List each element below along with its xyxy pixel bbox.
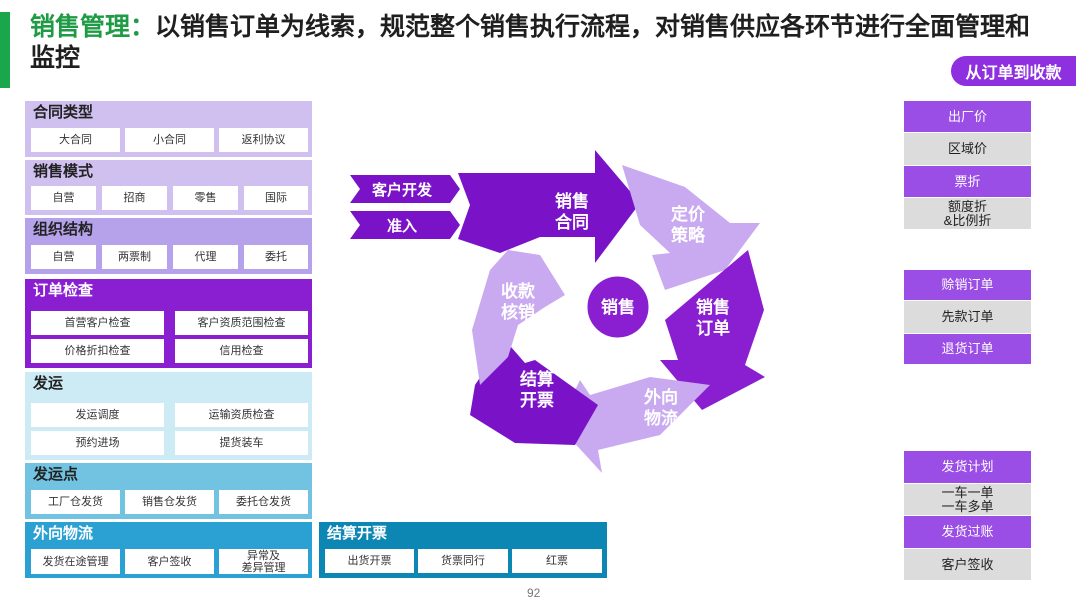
segment-label-line: 销售 bbox=[555, 191, 589, 211]
chip-item[interactable]: 价格折扣检查 bbox=[31, 339, 164, 363]
segment-label-line: 结算 bbox=[520, 369, 554, 389]
chip-item[interactable]: 异常及 差异管理 bbox=[219, 549, 308, 574]
panel-title: 合同类型 bbox=[33, 104, 94, 121]
chip-item[interactable]: 小合同 bbox=[125, 128, 214, 152]
title-accent-bar bbox=[0, 12, 10, 88]
input-label-customer-dev: 客户开发 bbox=[371, 181, 433, 199]
segment-label-line: 定价 bbox=[671, 204, 706, 224]
panel-shipping: 发运 发运调度 运输资质检查 预约进场 提货装车 bbox=[25, 372, 312, 460]
segment-label-line: 外向 bbox=[644, 387, 678, 407]
input-arrow-access bbox=[350, 211, 460, 239]
panel-title: 销售模式 bbox=[33, 163, 94, 180]
chip-item[interactable]: 客户签收 bbox=[125, 549, 214, 574]
panel-sales-mode: 销售模式 自营 招商 零售 国际 bbox=[25, 160, 312, 215]
panel-settlement-invoice: 结算开票 出货开票 货票同行 红票 bbox=[319, 522, 607, 578]
order-return[interactable]: 退货订单 bbox=[904, 334, 1031, 364]
chip-item[interactable]: 销售仓发货 bbox=[125, 490, 214, 514]
segment-label-line: 订单 bbox=[696, 318, 730, 338]
panel-title: 结算开票 bbox=[327, 525, 388, 542]
center-circle bbox=[584, 273, 652, 341]
chip-item[interactable]: 招商 bbox=[102, 186, 167, 210]
segment-outbound bbox=[558, 377, 710, 473]
chip-item[interactable]: 自营 bbox=[31, 186, 96, 210]
ship-truck-orders[interactable]: 一车一单 一车多单 bbox=[904, 484, 1031, 515]
title-text: 以销售订单为线索，规范整个销售执行流程，对销售供应各环节进行全面管理和监控 bbox=[30, 13, 1031, 72]
chip-item[interactable]: 工厂仓发货 bbox=[31, 490, 120, 514]
segment-label-line: 核销 bbox=[501, 302, 535, 322]
input-arrow-customer-dev bbox=[350, 175, 460, 203]
panel-contract-type: 合同类型 大合同 小合同 返利协议 bbox=[25, 101, 312, 157]
segment-label: 外向物流 bbox=[644, 387, 678, 428]
chip-item[interactable]: 红票 bbox=[512, 549, 602, 573]
segment-collection bbox=[472, 250, 565, 385]
panel-shipping-point: 发运点 工厂仓发货 销售仓发货 委托仓发货 bbox=[25, 463, 312, 519]
segment-label-line: 策略 bbox=[671, 225, 706, 245]
chip-item[interactable]: 国际 bbox=[244, 186, 308, 210]
input-label-access: 准入 bbox=[387, 217, 417, 235]
price-factory[interactable]: 出厂价 bbox=[904, 101, 1031, 132]
chip-item[interactable]: 信用检查 bbox=[175, 339, 308, 363]
panel-title: 组织结构 bbox=[33, 221, 94, 238]
chip-item[interactable]: 委托 bbox=[244, 245, 308, 269]
chip-item[interactable]: 两票制 bbox=[102, 245, 167, 269]
segment-label: 销售订单 bbox=[696, 297, 730, 338]
ship-posting[interactable]: 发货过账 bbox=[904, 516, 1031, 548]
segment-pricing bbox=[622, 165, 760, 290]
segment-label-line: 收款 bbox=[501, 281, 536, 301]
chip-item[interactable]: 大合同 bbox=[31, 128, 120, 152]
ship-plan[interactable]: 发货计划 bbox=[904, 451, 1031, 483]
price-quota-discount[interactable]: 额度折 &比例折 bbox=[904, 198, 1031, 229]
price-regional[interactable]: 区域价 bbox=[904, 133, 1031, 165]
panel-org-structure: 组织结构 自营 两票制 代理 委托 bbox=[25, 218, 312, 274]
chip-item[interactable]: 预约进场 bbox=[31, 431, 164, 455]
chip-item[interactable]: 委托仓发货 bbox=[219, 490, 308, 514]
panel-title: 外向物流 bbox=[33, 525, 94, 542]
panel-title: 发运点 bbox=[33, 466, 79, 483]
page-title: 销售管理：以销售订单为线索，规范整个销售执行流程，对销售供应各环节进行全面管理和… bbox=[30, 12, 1040, 74]
panel-outbound-logistics: 外向物流 发货在途管理 客户签收 异常及 差异管理 bbox=[25, 522, 312, 578]
chip-item[interactable]: 提货装车 bbox=[175, 431, 308, 455]
chip-item[interactable]: 返利协议 bbox=[219, 128, 308, 152]
chip-item[interactable]: 自营 bbox=[31, 245, 96, 269]
chip-item[interactable]: 首营客户检查 bbox=[31, 311, 164, 335]
chip-item[interactable]: 出货开票 bbox=[325, 549, 414, 573]
title-highlight: 销售管理： bbox=[30, 13, 156, 41]
chip-item[interactable]: 发货在途管理 bbox=[31, 549, 120, 574]
chip-item[interactable]: 零售 bbox=[173, 186, 238, 210]
panel-title: 发运 bbox=[33, 375, 64, 392]
order-credit[interactable]: 赊销订单 bbox=[904, 270, 1031, 300]
center-label: 销售 bbox=[601, 297, 635, 317]
segment-label: 定价策略 bbox=[671, 204, 706, 245]
chip-item[interactable]: 货票同行 bbox=[418, 549, 508, 573]
segment-label-line: 销售 bbox=[696, 297, 730, 317]
chip-item[interactable]: 客户资质范围检查 bbox=[175, 311, 308, 335]
flow-badge: 从订单到收款 bbox=[951, 56, 1076, 86]
chip-item[interactable]: 发运调度 bbox=[31, 403, 164, 427]
sales-cycle-diagram: 客户开发 准入 销售 销售合同 定价策略 销售订单 外向物流 结算开票 收款核销 bbox=[340, 145, 780, 475]
segment-label-line: 物流 bbox=[644, 408, 678, 428]
segment-sales-order bbox=[660, 250, 765, 410]
segment-label-line: 开票 bbox=[520, 391, 554, 410]
ship-customer-receipt[interactable]: 客户签收 bbox=[904, 549, 1031, 580]
price-invoice-discount[interactable]: 票折 bbox=[904, 166, 1031, 197]
order-prepaid[interactable]: 先款订单 bbox=[904, 301, 1031, 333]
sales-cycle-svg: 客户开发 准入 销售 销售合同 定价策略 销售订单 外向物流 结算开票 收款核销 bbox=[350, 150, 765, 473]
segment-label: 收款核销 bbox=[501, 281, 536, 322]
panel-title: 订单检查 bbox=[33, 282, 94, 299]
segment-label-line: 合同 bbox=[555, 212, 589, 232]
segment-label: 销售合同 bbox=[555, 191, 589, 232]
segment-sales-contract bbox=[458, 150, 640, 263]
chip-item[interactable]: 代理 bbox=[173, 245, 238, 269]
chip-item[interactable]: 运输资质检查 bbox=[175, 403, 308, 427]
segment-settlement bbox=[470, 340, 598, 445]
segment-label: 结算开票 bbox=[520, 369, 554, 410]
panel-order-check: 订单检查 首营客户检查 客户资质范围检查 价格折扣检查 信用检查 bbox=[25, 279, 312, 368]
page-number: 92 bbox=[527, 586, 541, 600]
